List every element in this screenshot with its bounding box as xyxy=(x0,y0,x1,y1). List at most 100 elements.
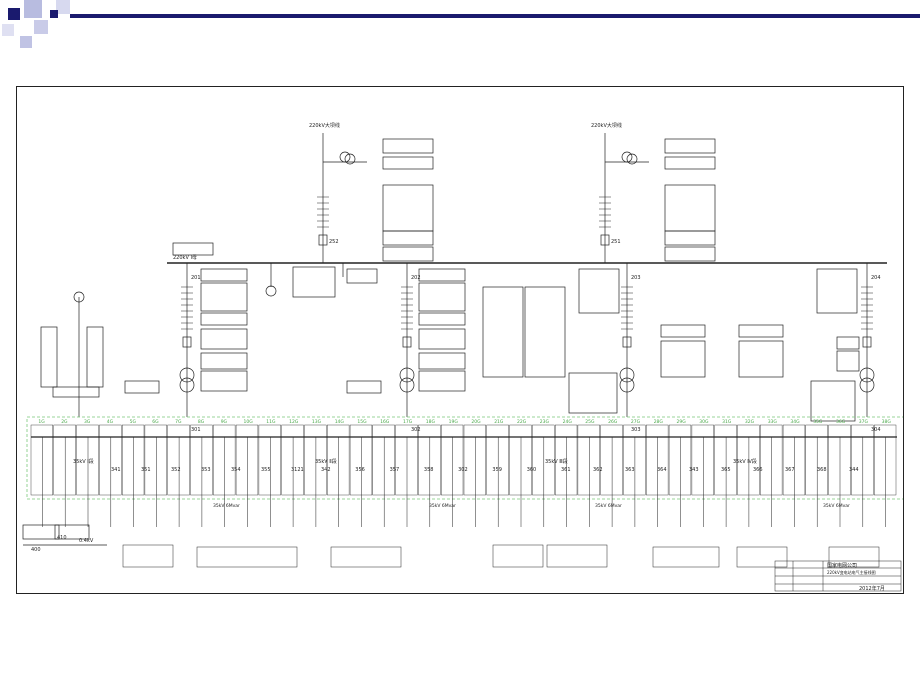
bay-number: 35G xyxy=(813,419,823,425)
feeder-number: 363 xyxy=(625,467,635,473)
bay-number: 5G xyxy=(130,419,137,425)
switchgear-bay-cell xyxy=(76,424,99,496)
bay-number: 25G xyxy=(585,419,595,425)
feeder-number: 302 xyxy=(458,467,468,473)
bay-number: 21G xyxy=(494,419,504,425)
feeder-number: 356 xyxy=(355,467,365,473)
switchgear-bay-cell xyxy=(737,424,760,496)
bay-number: 2G xyxy=(61,419,68,425)
switchgear-bay-cell xyxy=(668,424,692,496)
feeder-number: 358 xyxy=(424,467,434,473)
feeder-number: 3121 xyxy=(291,467,304,473)
bay-number: 1G xyxy=(38,419,45,425)
bay-number: 3G xyxy=(84,419,91,425)
feeder-number: 365 xyxy=(721,467,731,473)
slide-decoration-light-square-5 xyxy=(2,24,14,36)
bay-number: 36G xyxy=(836,419,846,425)
bay-number: 33G xyxy=(768,419,778,425)
switchgear-bay-cell xyxy=(760,424,783,496)
switchgear-bay-cell xyxy=(30,424,53,496)
station-service-left xyxy=(40,291,104,417)
line-bay-right: 220kV大坝线 251 xyxy=(591,122,716,263)
feeder-number: 342 xyxy=(321,467,331,473)
switchgear-bay-cell xyxy=(463,424,486,496)
switchgear-bay-cell xyxy=(144,424,167,496)
bay-number: 14G xyxy=(335,419,345,425)
switchgear-bay-cell xyxy=(828,424,851,496)
switchgear-bay-cell xyxy=(167,424,190,496)
bay-number: 12G xyxy=(289,419,299,425)
switchgear-bay-cell xyxy=(691,424,714,496)
bay-number: 15G xyxy=(357,419,367,425)
feeder-number: 343 xyxy=(689,467,699,473)
title-company: 国家电网公司 xyxy=(827,562,857,569)
bay-number: 29G xyxy=(677,419,687,425)
bay-number: 30G xyxy=(699,419,709,425)
bay-number: 27G xyxy=(631,419,641,425)
feeder-tables xyxy=(122,544,880,568)
bay-number: 7G xyxy=(175,419,182,425)
bay-number: 22G xyxy=(517,419,527,425)
incomer-number: 303 xyxy=(631,427,641,433)
switchgear-bay-cell xyxy=(190,424,213,496)
switchgear-bay-cell xyxy=(418,424,441,496)
slide-decoration-light-square-2 xyxy=(34,20,48,34)
switchgear-bay-cell xyxy=(577,424,600,496)
switchgear-bay-cell xyxy=(486,424,509,496)
bay-number: 4G xyxy=(107,419,114,425)
capacitor-label: 35kV 6Mvar xyxy=(823,503,850,509)
lv-breaker-2: 410 xyxy=(57,535,67,541)
switchgear-bay-cell xyxy=(121,424,145,496)
slide-decoration-light-square-4 xyxy=(20,36,32,48)
hv-bus-label: 220kV Ⅰ母 xyxy=(173,255,197,261)
lv-label: 0.4kV xyxy=(79,538,94,544)
feeder-number: 361 xyxy=(561,467,571,473)
switchgear-bay-cell xyxy=(372,424,395,496)
mv-section-left: 35kV Ⅰ段 xyxy=(73,458,94,465)
feeder-number: 364 xyxy=(657,467,667,473)
feeder-number: 354 xyxy=(231,467,241,473)
transformer-bay-2: 202 xyxy=(346,263,566,417)
incomer-number: 302 xyxy=(411,427,421,433)
switchgear-bay-cell xyxy=(281,424,304,496)
bay-number: 16G xyxy=(380,419,390,425)
switchgear-bay-cell xyxy=(782,424,806,496)
bay-number: 19G xyxy=(449,419,459,425)
lv-area: 0.4kV 400 410 xyxy=(22,524,107,553)
line-bay-left: 220kV大坝线 252 xyxy=(309,122,434,263)
transformer-breaker-1: 201 xyxy=(191,275,201,281)
transformer-breaker-4: 204 xyxy=(871,275,881,281)
capacitor-label: 35kV 6Mvar xyxy=(213,503,240,509)
feeder-number: 368 xyxy=(817,467,827,473)
switchgear-bay-cell xyxy=(600,424,623,496)
feeder-number: 355 xyxy=(261,467,271,473)
transformer-bay-3: 203 xyxy=(568,263,706,417)
bay-number: 9G xyxy=(221,419,228,425)
capacitor-label: 35kV 6Mvar xyxy=(595,503,622,509)
switchgear-bay-cell xyxy=(327,424,350,496)
bay-number: 28G xyxy=(654,419,664,425)
incomer-number: 301 xyxy=(191,427,201,433)
feeder-number: 359 xyxy=(492,467,502,473)
switchgear-bay-cell xyxy=(623,424,646,496)
switchgear-bay-cell xyxy=(304,424,327,496)
slide-header-bar xyxy=(70,14,920,18)
switchgear-bay-cell xyxy=(349,424,373,496)
transformer-breaker-3: 203 xyxy=(631,275,641,281)
line-breaker-right: 251 xyxy=(611,239,621,245)
switchgear-bay-cell xyxy=(714,424,737,496)
bay-number: 37G xyxy=(859,419,869,425)
title-block: 国家电网公司 220kV变电站电气主接线图 2012年7月 xyxy=(774,560,902,592)
feeder-number: 341 xyxy=(111,467,121,473)
title-date: 2012年7月 xyxy=(859,585,885,592)
slide-decoration-light-square-1 xyxy=(24,0,42,18)
feeder-number: 362 xyxy=(593,467,603,473)
bay-number: 6G xyxy=(152,419,159,425)
bay-number: 17G xyxy=(403,419,413,425)
transformer-bay-1: 201 xyxy=(124,263,248,417)
bay-number: 38G xyxy=(882,419,892,425)
switchgear-bay-cell xyxy=(851,424,874,496)
transformer-bay-4: 204 xyxy=(738,263,881,422)
mv-section-right-a: 35kV Ⅲ段 xyxy=(545,458,568,465)
bay-number: 32G xyxy=(745,419,755,425)
